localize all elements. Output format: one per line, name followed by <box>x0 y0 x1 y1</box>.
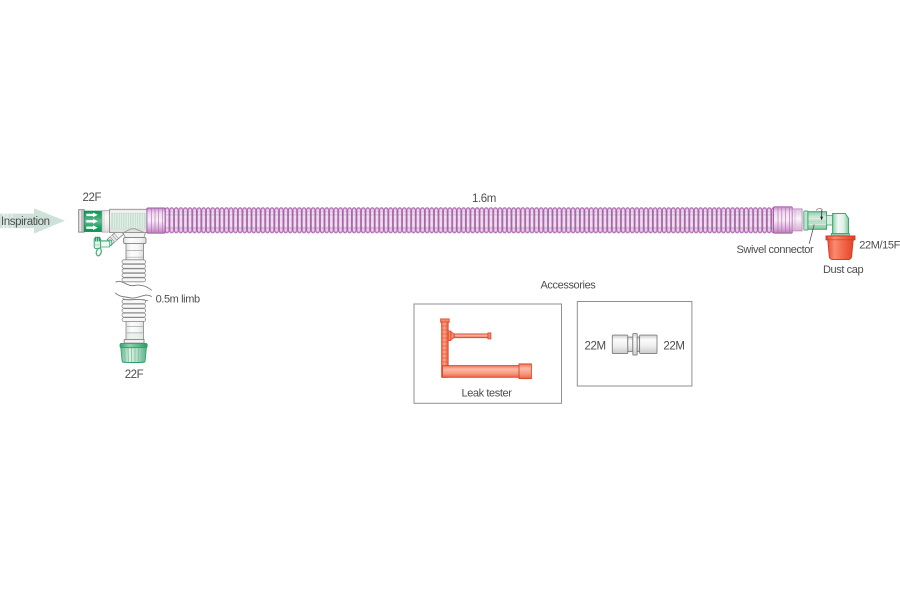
svg-text:22F: 22F <box>83 192 102 204</box>
svg-text:Leak tester: Leak tester <box>461 388 512 400</box>
svg-text:0.5m limb: 0.5m limb <box>156 294 200 306</box>
svg-text:22F: 22F <box>125 369 144 381</box>
svg-text:Dust cap: Dust cap <box>823 264 863 276</box>
svg-text:1.6m: 1.6m <box>472 193 496 205</box>
svg-text:22M/15F: 22M/15F <box>859 240 900 252</box>
svg-text:Accessories: Accessories <box>541 280 597 292</box>
svg-text:22M: 22M <box>585 341 606 353</box>
svg-text:Inspiration: Inspiration <box>1 216 50 228</box>
svg-text:22M: 22M <box>663 341 684 353</box>
svg-text:Swivel connector: Swivel connector <box>737 244 814 256</box>
